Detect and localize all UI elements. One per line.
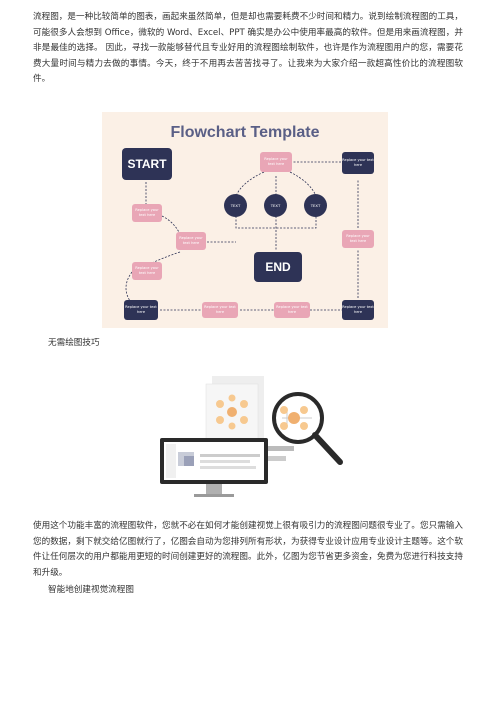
- pink-node-bottom-2: Replace your text here: [274, 302, 310, 318]
- document-diagram: [216, 394, 248, 430]
- pink-node-2: Replace your text here: [176, 232, 206, 250]
- flowchart-connectors: [125, 161, 359, 311]
- pink-node-top-center: Replace your text here: [260, 152, 292, 172]
- text-circle-1: TEXT: [224, 194, 247, 217]
- caption-smart-create: 智能地创建视觉流程图: [48, 585, 134, 595]
- text-circle-2: TEXT: [264, 194, 287, 217]
- monitor-base: [194, 494, 234, 497]
- caption-no-drawing-skills: 无需绘图技巧: [48, 338, 100, 348]
- pink-node-bottom-1: Replace your text here: [202, 302, 238, 318]
- end-node: END: [254, 252, 302, 282]
- intro-paragraph: 流程图，是一种比较简单的图表，画起来虽然简单，但是却也需要耗费不少时间和精力。说…: [33, 12, 463, 85]
- text-circle-3: TEXT: [304, 194, 327, 217]
- start-node: START: [122, 148, 172, 180]
- flowchart-title: Flowchart Template: [170, 124, 320, 141]
- monitor-stand: [206, 484, 222, 494]
- features-paragraph: 使用这个功能丰富的流程图软件，您就不必在如何才能创建视觉上很有吸引力的流程图问题…: [33, 521, 463, 578]
- flowchart-template-image: Flowchart Template START Replace your te…: [102, 112, 388, 328]
- dark-node-bottom-right: Replace your text here: [342, 300, 374, 320]
- dark-node-top-right: Replace your text here: [342, 152, 374, 174]
- pink-node-3: Replace your text here: [132, 262, 162, 280]
- magnifier-icon: [272, 392, 343, 465]
- dark-node-bottom-left: Replace your text here: [124, 300, 158, 320]
- monitor-magnifier-illustration: [160, 376, 343, 497]
- pink-node-right: Replace your text here: [342, 230, 374, 248]
- pink-node-1: Replace your text here: [132, 204, 162, 222]
